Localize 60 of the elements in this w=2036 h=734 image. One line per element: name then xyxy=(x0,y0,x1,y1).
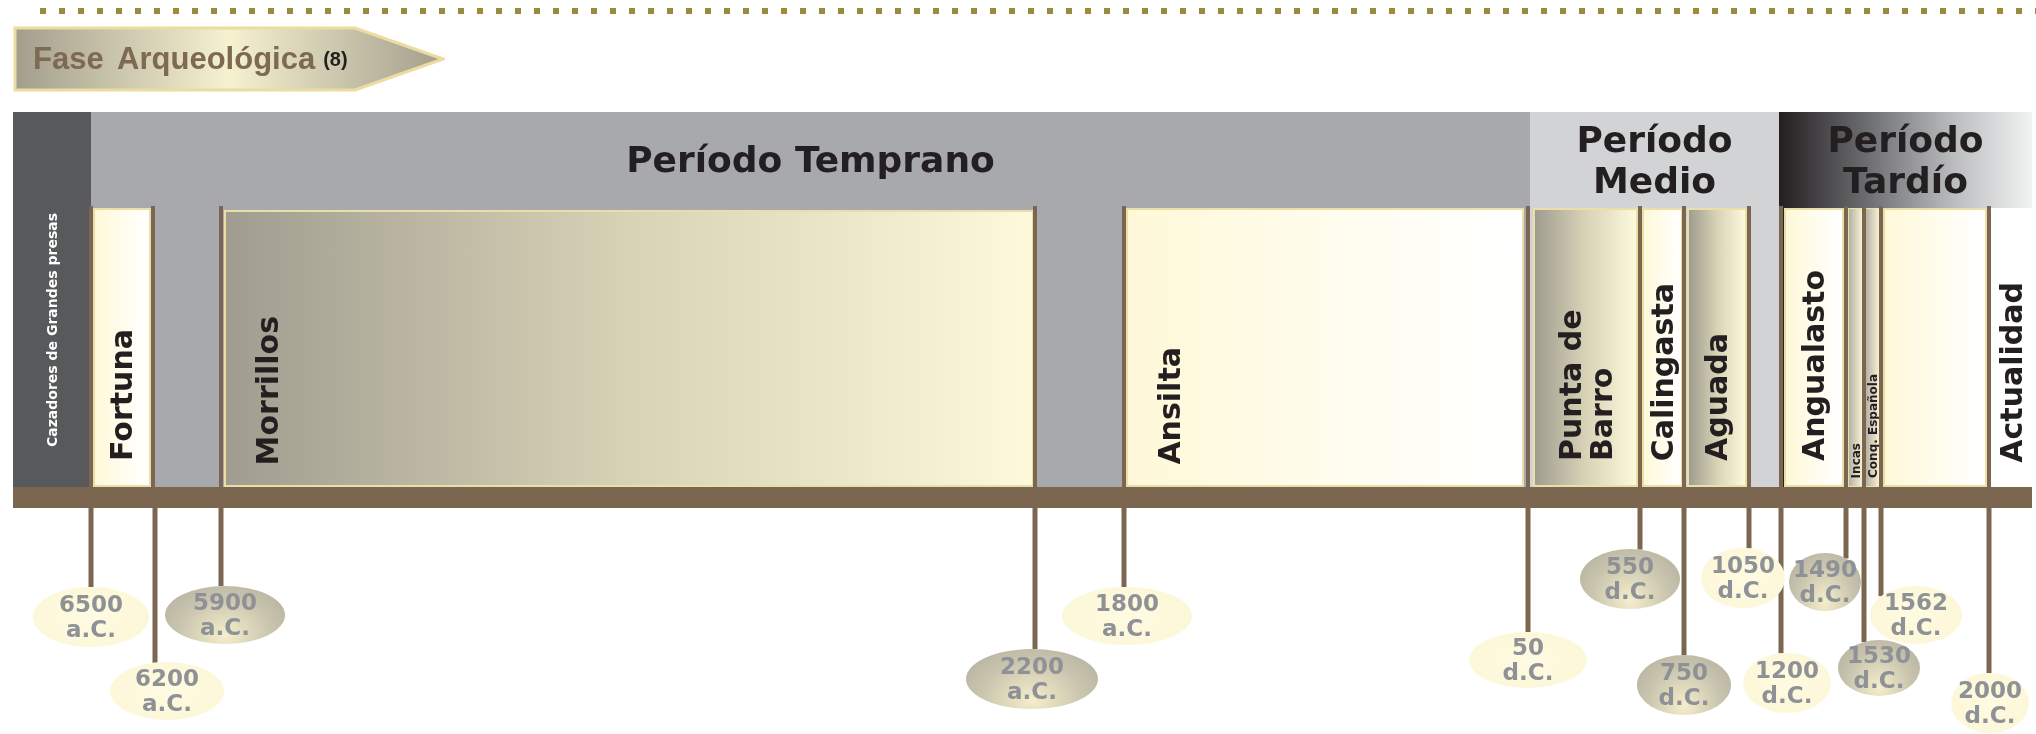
date-ellipse xyxy=(1870,586,1962,644)
culture-label: Ansilta xyxy=(1154,347,1186,465)
culture-label: Conq. Española xyxy=(1866,374,1879,478)
leader-line xyxy=(1861,508,1867,642)
date-label: 1800 a.C. xyxy=(1095,590,1159,642)
culture-label: Calingasta xyxy=(1646,282,1679,461)
date-label: 1200 d.C. xyxy=(1755,657,1819,709)
leader-line xyxy=(1681,508,1687,655)
leader-line xyxy=(152,508,158,663)
date-label: 550 d.C. xyxy=(1604,553,1656,605)
leader-line xyxy=(1778,508,1784,654)
leader-line xyxy=(218,508,224,587)
date-label: 2000 d.C. xyxy=(1958,677,2022,729)
period-title: Período Temprano xyxy=(626,139,995,181)
culture-label: Fortuna xyxy=(106,329,138,461)
date-label: 1530 d.C. xyxy=(1847,642,1911,694)
date-label: 2200 a.C. xyxy=(1000,653,1064,705)
date-label: 6200 a.C. xyxy=(135,665,199,717)
period-band xyxy=(1779,112,2032,487)
leader-line xyxy=(1637,508,1643,550)
period-title: Período Medio xyxy=(1575,118,1734,202)
leader-line xyxy=(1525,508,1531,632)
period-box xyxy=(1883,208,1987,487)
culture-box xyxy=(1126,208,1524,487)
culture-label: Angualasto xyxy=(1798,270,1830,461)
culture-box xyxy=(1784,208,1844,487)
date-ellipse xyxy=(1580,549,1680,609)
banner-number: (8) xyxy=(323,47,348,72)
period-label: Cazadores de Grandes presas xyxy=(45,212,59,447)
date-label: 1050 d.C. xyxy=(1711,552,1775,604)
culture-label: Actualidad xyxy=(1995,282,2028,463)
date-label: 1562 d.C. xyxy=(1884,589,1948,641)
culture-label: Morrillos xyxy=(252,315,284,465)
leader-line xyxy=(1878,508,1884,597)
date-label: 50 d.C. xyxy=(1502,634,1554,686)
period-band xyxy=(91,112,1530,487)
date-label: 6500 a.C. xyxy=(59,591,123,643)
culture-box xyxy=(224,210,1034,487)
leader-line xyxy=(88,508,94,587)
culture-box xyxy=(1533,208,1638,487)
timeline-bar xyxy=(13,487,2032,508)
date-label: 750 d.C. xyxy=(1658,659,1710,711)
leader-line xyxy=(1121,508,1127,588)
leader-line xyxy=(1843,508,1849,559)
culture-box xyxy=(1687,208,1747,487)
period-band xyxy=(1530,112,1779,487)
culture-box xyxy=(1991,208,2032,487)
leader-line xyxy=(1986,508,1992,673)
period-band xyxy=(13,112,91,487)
leader-line xyxy=(1746,508,1752,549)
date-label: 1490 d.C. xyxy=(1793,556,1857,608)
culture-label: Aguada xyxy=(1701,333,1733,461)
arrow-banner xyxy=(13,26,445,92)
culture-box xyxy=(93,208,151,487)
culture-label: Incas xyxy=(1849,442,1862,478)
date-label: 5900 a.C. xyxy=(193,589,257,641)
culture-label: Punta de Barro xyxy=(1554,308,1617,461)
culture-box xyxy=(1642,208,1683,487)
banner-title: Fase Arqueológica xyxy=(33,39,316,78)
leader-line xyxy=(1032,508,1038,650)
